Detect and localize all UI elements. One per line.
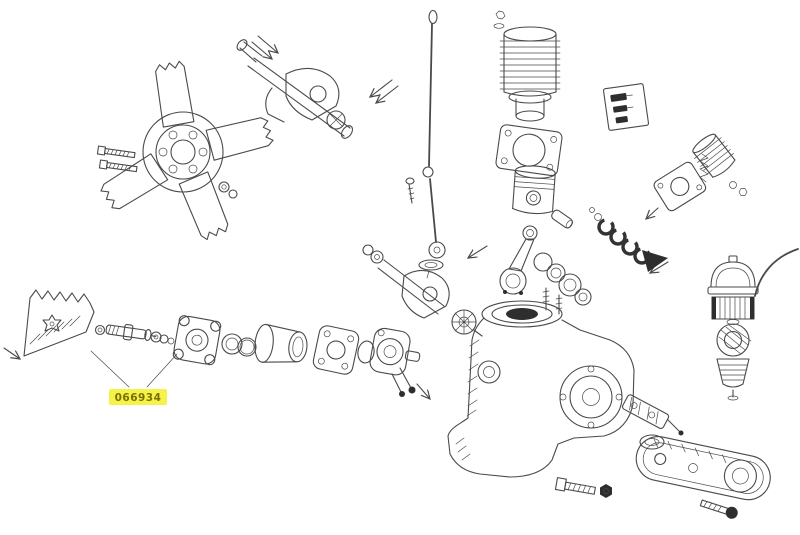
pump-cover — [369, 327, 421, 376]
crankshaft-lower — [362, 244, 483, 337]
part-number-highlight[interactable] — [109, 389, 167, 405]
connecting-rod — [499, 225, 538, 295]
assembly-arrow — [416, 383, 430, 399]
support-bracket — [635, 436, 771, 501]
coupling-housing — [254, 323, 308, 363]
hex-bolt — [554, 477, 596, 495]
exhaust-gasket — [653, 161, 707, 212]
piston — [512, 165, 556, 215]
assembly-arrow — [3, 347, 20, 359]
cover-gasket — [639, 419, 684, 450]
piston-pin — [551, 209, 574, 229]
intake-cone — [642, 250, 668, 272]
air-cleaner-assembly — [707, 255, 759, 401]
cover-bolts — [391, 367, 416, 397]
governor-sector-gear — [23, 289, 95, 357]
shaft-washers — [150, 331, 175, 345]
assembly-arrow — [251, 35, 278, 59]
parts-info-card — [602, 83, 650, 131]
engine-crankcase — [447, 287, 635, 478]
o-ring — [237, 337, 257, 357]
muffler-assembly — [692, 133, 736, 178]
crankshaft-upper — [236, 39, 354, 139]
part-number-label[interactable]: 066934 — [115, 392, 162, 404]
valve-spring — [699, 153, 748, 196]
oil-pump-body — [172, 315, 222, 366]
oil-dipstick — [418, 9, 446, 279]
assembly-arrow — [468, 245, 488, 258]
cylinder-head-gasket — [495, 124, 563, 177]
fan-flywheel — [100, 60, 274, 241]
mounting-bolt — [699, 499, 738, 519]
assembly-arrow — [370, 79, 399, 103]
pump-shaft — [105, 323, 157, 342]
part-number-callout[interactable]: 066934 — [90, 350, 178, 405]
mounting-plate — [622, 394, 670, 429]
crankcase-cover-boss — [559, 365, 623, 429]
bearing-washers — [533, 252, 592, 306]
hex-nut — [600, 484, 612, 498]
piston-ring-set — [589, 207, 651, 265]
shaft-washers — [94, 324, 106, 336]
flange-gasket — [357, 340, 375, 364]
cylinder-assembly — [493, 10, 561, 122]
assembly-arrow — [650, 261, 669, 273]
assembly-arrow — [646, 207, 659, 219]
fuel-line — [754, 248, 799, 297]
oil-filler-screw — [405, 177, 415, 204]
fan-mount-bolts — [96, 145, 238, 199]
mounting-flange — [312, 325, 360, 375]
